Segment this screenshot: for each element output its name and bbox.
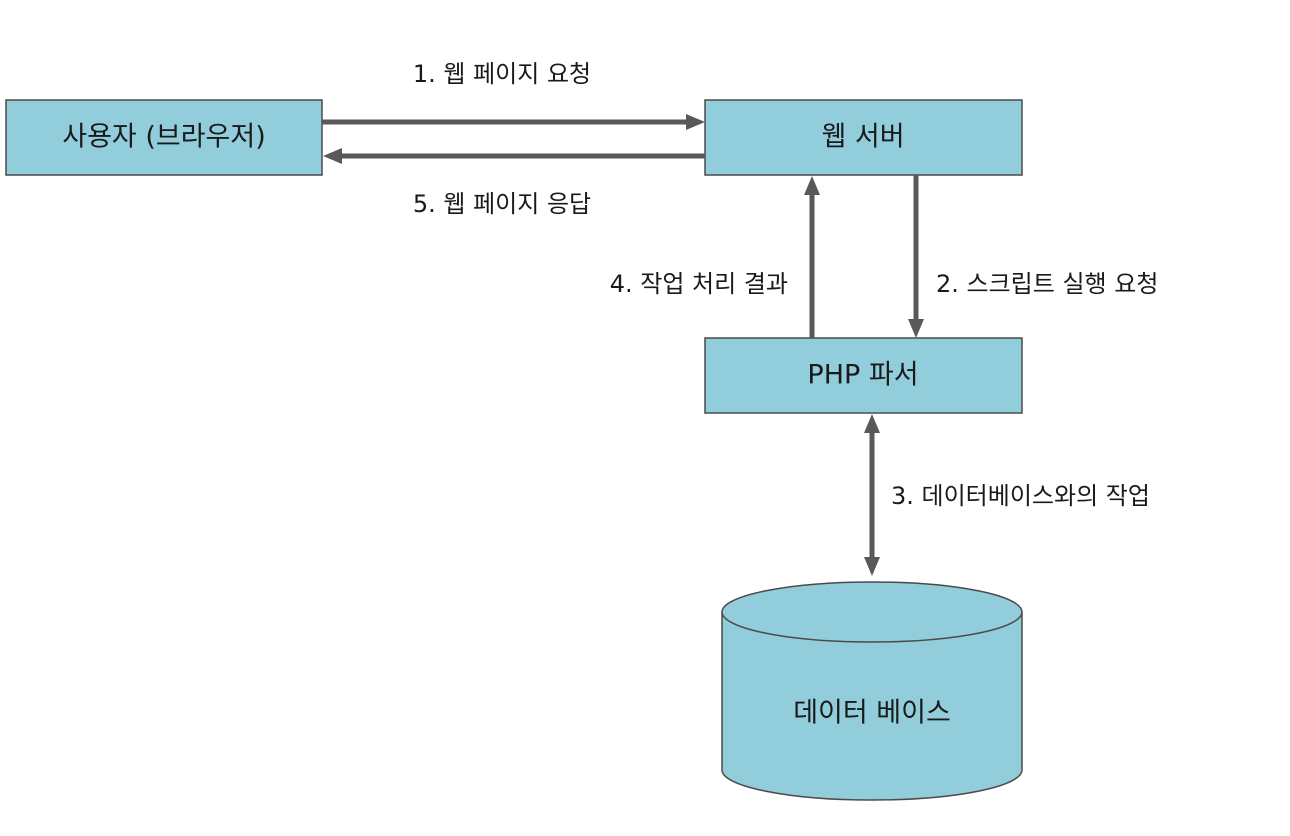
edge-database-work [864,414,880,576]
database-cylinder-top [721,581,1023,643]
database-arrowhead-down [864,557,880,576]
web-server-node: 웹 서버 [704,99,1023,176]
request-arrowhead [686,114,705,130]
php-parser-node: PHP 파서 [704,337,1023,414]
php-parser-label: PHP 파서 [807,360,918,391]
database-label: 데이터 베이스 [793,698,951,729]
user-browser-node: 사용자 (브라우저) [5,99,323,176]
step1-label: 1. 웹 페이지 요청 [413,60,591,88]
user-browser-label: 사용자 (브라우저) [62,122,266,153]
edge-web-page-request [322,114,705,130]
step3-label: 3. 데이터베이스와의 작업 [891,482,1150,510]
step2-label: 2. 스크립트 실행 요청 [936,270,1158,298]
edge-work-result [804,176,820,338]
step4-label: 4. 작업 처리 결과 [610,270,788,298]
result-arrowhead [804,176,820,195]
script-request-arrowhead [908,319,924,338]
database-cylinder-body [721,612,1023,801]
step5-label: 5. 웹 페이지 응답 [413,190,591,218]
response-arrowhead [323,148,342,164]
web-server-label: 웹 서버 [821,122,904,153]
edge-web-page-response [323,148,705,164]
edge-script-execution-request [908,175,924,338]
database-node: 데이터 베이스 [721,581,1023,801]
database-arrowhead-up [864,414,880,433]
